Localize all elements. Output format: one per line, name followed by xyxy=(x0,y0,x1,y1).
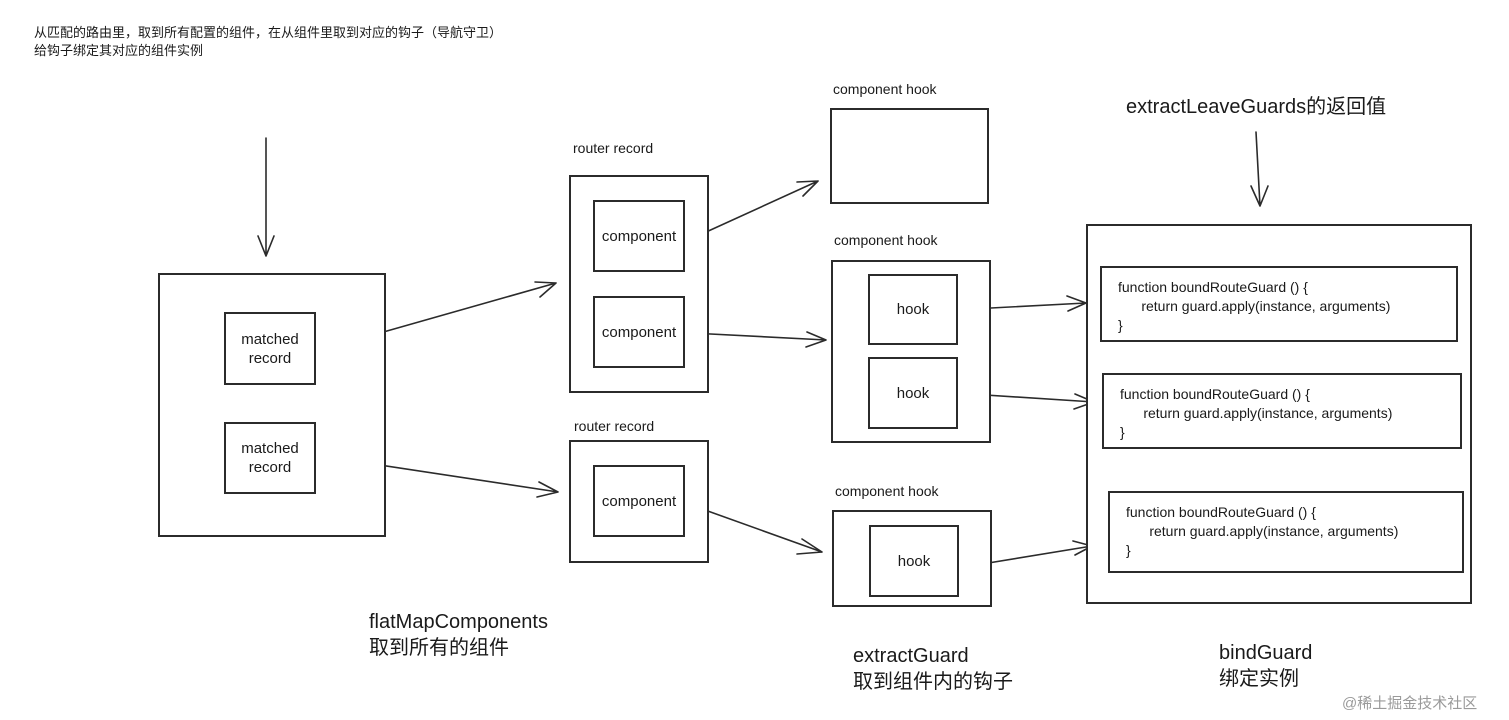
bound-guard-3: function boundRouteGuard () { return gua… xyxy=(1108,491,1464,573)
guards-top-label: extractLeaveGuards的返回值 xyxy=(1126,96,1387,118)
bound-guard-1: function boundRouteGuard () { return gua… xyxy=(1100,266,1458,342)
caption-extract-desc: 取到组件内的钩子 xyxy=(853,671,1013,693)
code-line: function boundRouteGuard () { xyxy=(1118,279,1308,295)
router-record-label-1: router record xyxy=(573,140,654,156)
matched-container: matched record matched record xyxy=(158,273,386,537)
intro-note-line1: 从匹配的路由里，取到所有配置的组件，在从组件里取到对应的钩子（导航守卫） xyxy=(34,25,503,40)
arrow-comp2-to-hookgroup xyxy=(690,331,827,348)
matched-record-1: matched record xyxy=(224,312,316,385)
hook-box: hook xyxy=(869,525,959,597)
caption-flatmap: flatMapComponents 取到所有的组件 xyxy=(369,609,548,661)
intro-note-line2: 给钩子绑定其对应的组件实例 xyxy=(34,43,204,58)
router-record-2: component xyxy=(569,440,709,563)
code-line: } xyxy=(1126,542,1131,558)
hook-box: hook xyxy=(868,274,958,345)
component-hook-group-2: hook xyxy=(832,510,992,607)
component-hook-empty xyxy=(830,108,989,204)
router-record-1: component component xyxy=(569,175,709,393)
code-line: function boundRouteGuard () { xyxy=(1126,504,1316,520)
code-line: return guard.apply(instance, arguments) xyxy=(1126,523,1399,539)
intro-note: 从匹配的路由里，取到所有配置的组件，在从组件里取到对应的钩子（导航守卫） 给钩子… xyxy=(34,24,502,60)
caption-flatmap-title: flatMapComponents xyxy=(369,611,548,633)
bound-guards-container: function boundRouteGuard () { return gua… xyxy=(1086,224,1472,604)
caption-bind: bindGuard 绑定实例 xyxy=(1219,640,1312,692)
arrow-comp3-to-hookgroup3 xyxy=(690,504,823,555)
code-line: } xyxy=(1118,317,1123,333)
code-line: } xyxy=(1120,424,1125,440)
arrow-into-matched xyxy=(257,137,275,257)
component-box: component xyxy=(593,465,685,537)
component-box: component xyxy=(593,296,685,368)
hook-box: hook xyxy=(868,357,958,429)
arrow-comp1-to-hook-empty xyxy=(692,180,819,239)
router-record-label-2: router record xyxy=(574,418,655,434)
matched-record-2: matched record xyxy=(224,422,316,494)
code-line: return guard.apply(instance, arguments) xyxy=(1120,405,1393,421)
caption-bind-title: bindGuard xyxy=(1219,642,1313,664)
arrow-guards-label-down xyxy=(1250,131,1269,207)
code-line: function boundRouteGuard () { xyxy=(1120,386,1310,402)
component-hook-label: component hook xyxy=(834,232,938,248)
watermark: @稀土掘金技术社区 xyxy=(1342,695,1478,712)
caption-bind-desc: 绑定实例 xyxy=(1219,668,1299,690)
component-hook-group-1: hook hook xyxy=(831,260,991,443)
code-line: return guard.apply(instance, arguments) xyxy=(1118,298,1391,314)
caption-extract: extractGuard 取到组件内的钩子 xyxy=(853,643,1013,695)
caption-flatmap-desc: 取到所有的组件 xyxy=(369,637,509,659)
caption-extract-title: extractGuard xyxy=(853,645,969,667)
bound-guard-2: function boundRouteGuard () { return gua… xyxy=(1102,373,1462,449)
component-hook-label: component hook xyxy=(833,81,937,97)
component-box: component xyxy=(593,200,685,272)
component-hook-label: component hook xyxy=(835,483,939,499)
